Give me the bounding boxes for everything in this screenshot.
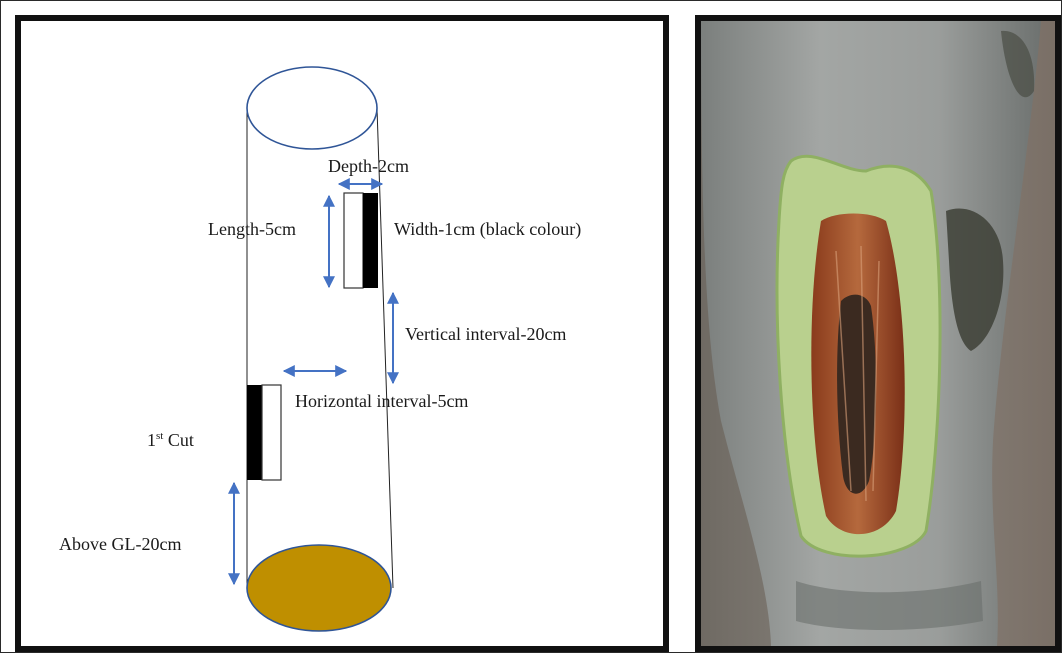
first-cut-word: Cut [163, 430, 194, 450]
upper-cut-black [363, 193, 378, 288]
horizontal-interval-label: Horizontal interval-5cm [295, 392, 468, 410]
diagram-panel: Depth-2cm Length-5cm Width-1cm (black co… [15, 15, 669, 652]
length-label: Length-5cm [208, 220, 296, 238]
tree-trunk-photo [701, 21, 1055, 646]
first-cut-label: 1st Cut [147, 431, 194, 449]
first-cut-black [247, 385, 262, 480]
ground-level-base [247, 545, 391, 631]
first-cut-number: 1 [147, 430, 156, 450]
photo-panel [695, 15, 1061, 652]
width-label: Width-1cm (black colour) [394, 220, 581, 238]
upper-cut-outline [344, 193, 363, 288]
first-cut-outline [262, 385, 281, 480]
vertical-interval-label: Vertical interval-20cm [405, 325, 566, 343]
depth-label: Depth-2cm [328, 157, 409, 175]
above-gl-label: Above GL-20cm [59, 535, 181, 553]
cylinder-top [247, 67, 377, 149]
cylinder-right-side [377, 108, 393, 588]
inner-groove [837, 295, 876, 494]
